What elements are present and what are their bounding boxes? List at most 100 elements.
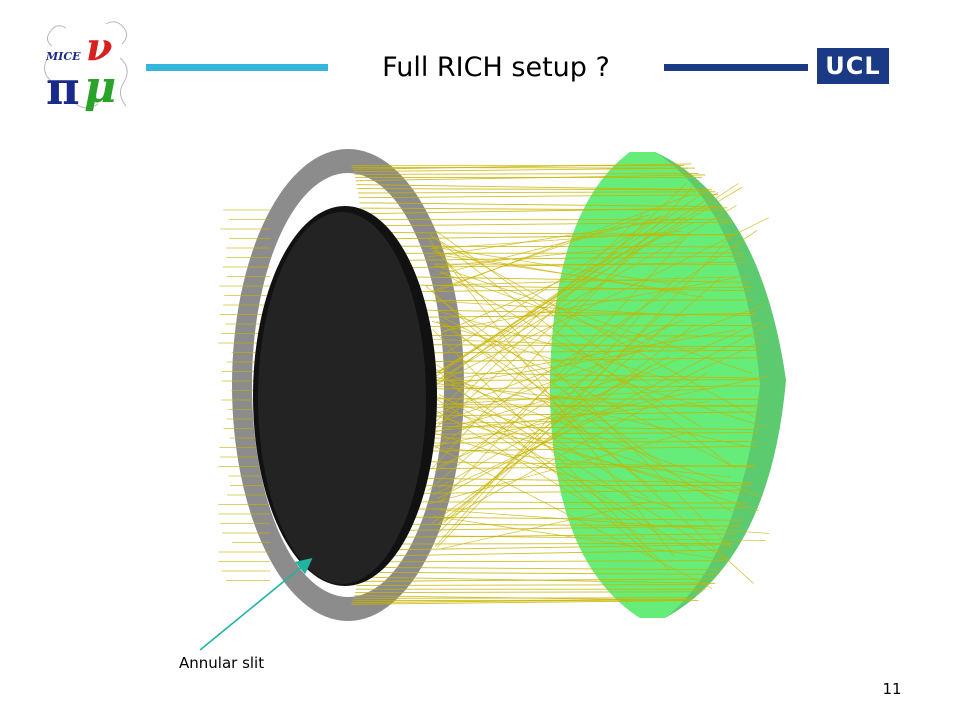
light-ray [443,388,710,405]
light-ray [364,516,743,521]
light-ray [353,167,695,173]
light-ray [427,305,764,427]
light-ray [361,542,733,545]
light-ray [352,163,692,170]
light-ray [358,191,716,194]
annular-slit-label: Annular slit [179,654,265,672]
light-ray [430,360,649,499]
light-ray [435,309,681,384]
light-ray [433,432,674,509]
light-ray [366,286,752,293]
light-ray [360,560,725,563]
light-ray [435,191,705,377]
central-disk [253,206,437,586]
light-ray [439,271,645,345]
light-ray [442,378,761,497]
mu-glyph: μ [84,62,116,113]
ucl-badge: UCL [817,48,889,84]
light-ray [444,409,760,512]
mice-label: MICE [45,50,81,63]
rich-setup-figure [200,140,810,630]
light-ray [432,444,713,589]
light-ray [427,217,686,258]
light-ray [355,591,702,594]
light-ray [433,182,688,424]
light-ray [438,393,695,553]
light-ray [439,183,739,380]
light-ray [367,313,756,319]
light-ray [430,406,644,538]
light-ray [363,233,738,240]
light-ray [435,205,737,381]
light-ray [434,264,753,374]
light-ray [357,188,712,191]
light-ray [435,295,663,465]
light-ray [432,401,709,432]
light-ray [431,179,699,470]
annotation-arrow [190,548,330,658]
light-ray [424,284,754,584]
light-ray [366,460,755,468]
light-ray [441,222,694,334]
light-ray [363,523,741,527]
light-ray [437,325,768,500]
light-ray [367,334,758,337]
light-ray [362,533,736,539]
title-rule-left [146,64,328,71]
light-ray [438,372,708,525]
light-ray [351,600,685,605]
light-ray [438,418,669,424]
light-ray [441,214,644,408]
nu-glyph: ν [86,24,112,69]
light-ray [356,584,709,586]
light-ray [361,544,731,551]
light-ray [426,372,641,435]
light-ray [436,235,733,548]
light-ray [351,166,688,169]
light-ray [428,431,692,505]
light-ray [436,320,733,513]
light-ray [442,217,769,381]
light-ray [364,255,745,262]
title-rule-right [664,64,808,71]
light-ray [427,237,675,557]
light-ray [430,230,683,250]
light-ray [429,363,654,559]
light-ray [433,349,655,389]
light-ray [444,380,729,562]
light-ray [439,231,692,503]
light-ray [439,509,770,534]
light-ray [365,275,749,283]
light-ray [443,277,737,332]
light-ray [442,447,731,478]
light-ray [367,324,757,328]
light-ray [360,207,725,211]
light-ray [431,320,766,428]
light-ray [364,507,745,510]
light-ray [428,375,769,448]
light-ray [357,578,712,582]
light-ray [431,246,672,285]
light-ray [429,234,733,467]
light-ray [440,501,651,550]
light-ray [433,515,730,561]
light-ray [366,477,752,484]
pi-glyph: π [46,61,80,114]
light-ray [365,501,747,504]
light-ray [359,566,722,571]
light-ray [432,329,671,572]
light-ray [437,321,762,467]
light-ray [438,355,670,488]
light-ray [360,207,728,215]
light-ray [365,261,747,269]
light-ray [355,174,706,182]
light-ray [425,338,707,350]
light-ray [366,465,754,470]
light-ray [353,597,695,599]
light-ray [354,173,699,175]
light-ray [438,186,743,372]
light-ray [428,382,647,408]
slide-title: Full RICH setup ? [382,52,610,83]
light-ray [434,230,758,449]
light-rays [218,163,770,605]
